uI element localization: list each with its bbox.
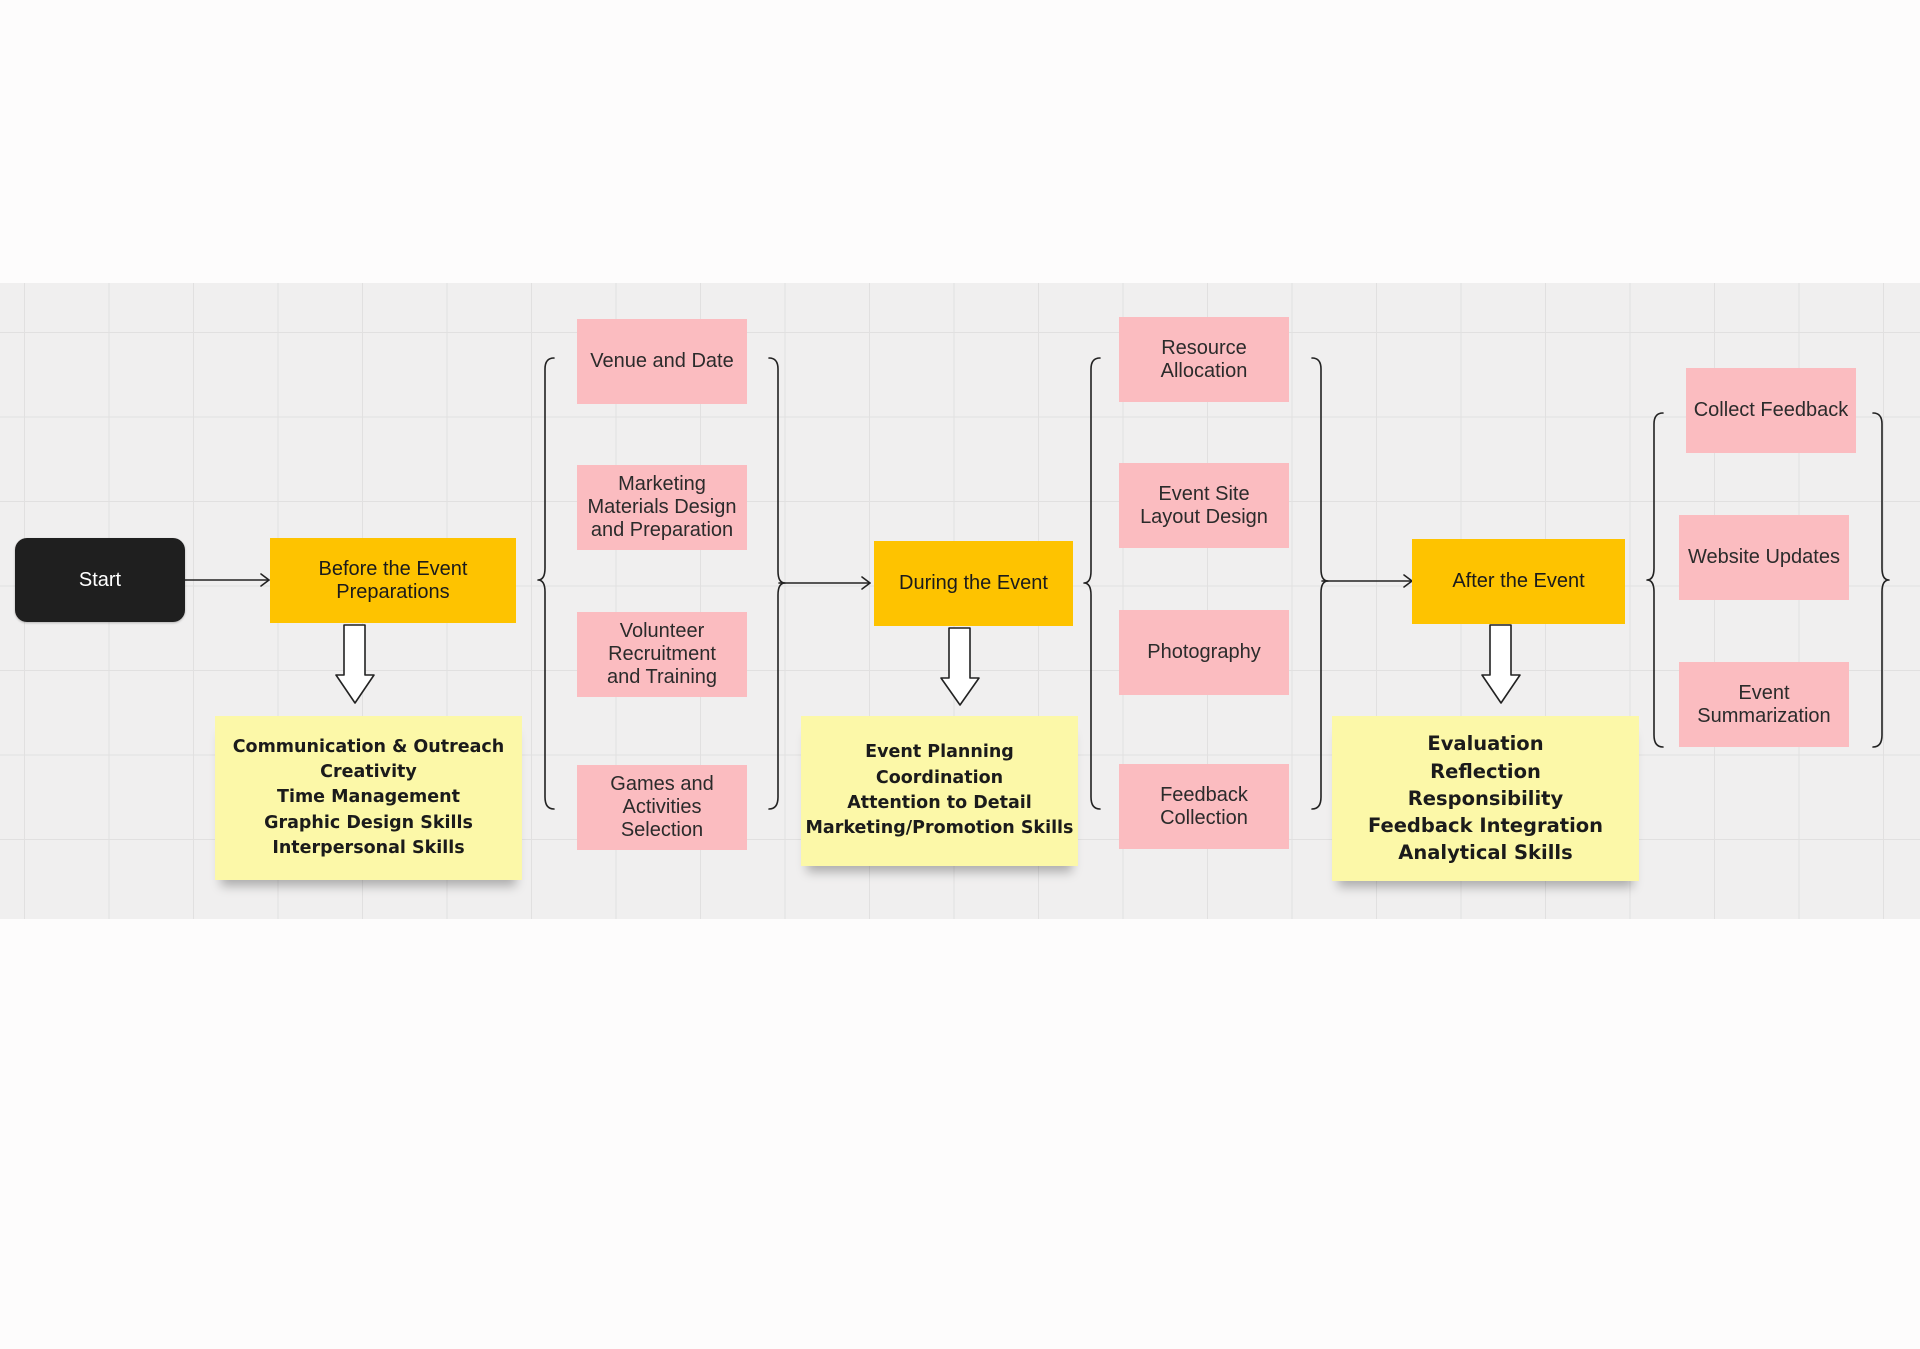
task-marketing-materials[interactable]: Marketing Materials Design and Preparati… <box>577 465 747 550</box>
during-down-arrow <box>940 627 980 706</box>
phase-before-the-event[interactable]: Before the Event Preparations <box>270 538 516 623</box>
task-games-and-activities[interactable]: Games and Activities Selection <box>577 765 747 850</box>
task-collect-feedback[interactable]: Collect Feedback <box>1686 368 1856 453</box>
task-event-site-layout[interactable]: Event Site Layout Design <box>1119 463 1289 548</box>
skills-note-before[interactable]: Communication & Outreach Creativity Time… <box>215 716 522 880</box>
task-volunteer-recruitment[interactable]: Volunteer Recruitment and Training <box>577 612 747 697</box>
after-down-arrow <box>1481 624 1521 704</box>
task-event-summarization[interactable]: Event Summarization <box>1679 662 1849 747</box>
phase-during-the-event[interactable]: During the Event <box>874 541 1073 626</box>
brace-during-left <box>1083 357 1101 810</box>
task-resource-allocation[interactable]: Resource Allocation <box>1119 317 1289 402</box>
before-down-arrow <box>335 624 375 704</box>
during-to-after-arrow <box>1321 574 1413 588</box>
diagram-board: Start Before the Event Preparations Duri… <box>0 283 1920 919</box>
brace-during-right <box>1311 357 1329 810</box>
brace-after-right <box>1872 412 1890 748</box>
phase-after-the-event[interactable]: After the Event <box>1412 539 1625 624</box>
start-to-before-arrow <box>184 573 270 587</box>
task-venue-and-date[interactable]: Venue and Date <box>577 319 747 404</box>
start-node[interactable]: Start <box>15 538 185 622</box>
brace-after-left <box>1646 412 1664 748</box>
connectors <box>184 357 1890 810</box>
task-website-updates[interactable]: Website Updates <box>1679 515 1849 600</box>
task-feedback-collection[interactable]: Feedback Collection <box>1119 764 1289 849</box>
brace-before-right <box>768 357 786 810</box>
before-to-during-arrow <box>778 576 871 590</box>
skills-note-during[interactable]: Event Planning Coordination Attention to… <box>801 716 1078 866</box>
skills-note-after[interactable]: Evaluation Reflection Responsibility Fee… <box>1332 716 1639 881</box>
task-photography[interactable]: Photography <box>1119 610 1289 695</box>
brace-before-left <box>537 357 555 810</box>
